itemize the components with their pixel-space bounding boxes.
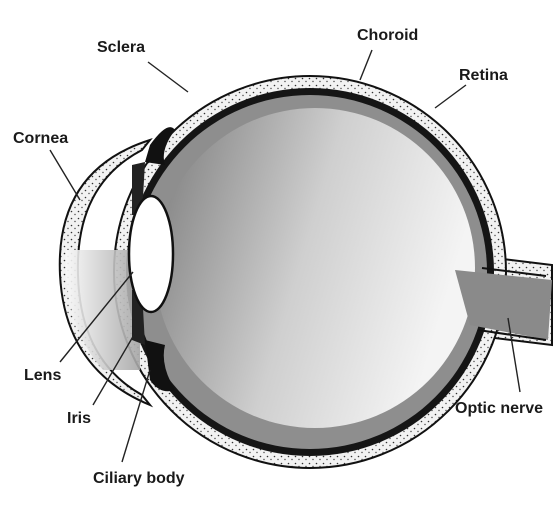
retina-label: Retina bbox=[459, 68, 508, 84]
cornea-label: Cornea bbox=[13, 131, 68, 147]
lens-label: Lens bbox=[24, 368, 61, 384]
vitreous-body bbox=[155, 108, 475, 428]
optic-nerve-label: Optic nerve bbox=[455, 401, 543, 417]
ciliary-body-label: Ciliary body bbox=[93, 471, 185, 487]
retina-leader bbox=[435, 85, 466, 108]
iris-label: Iris bbox=[67, 411, 91, 427]
cornea-leader bbox=[50, 150, 80, 200]
lens bbox=[129, 196, 173, 312]
choroid-label: Choroid bbox=[357, 28, 418, 44]
sclera-label: Sclera bbox=[97, 40, 145, 56]
sclera-leader bbox=[148, 62, 188, 92]
choroid-leader bbox=[360, 50, 372, 80]
